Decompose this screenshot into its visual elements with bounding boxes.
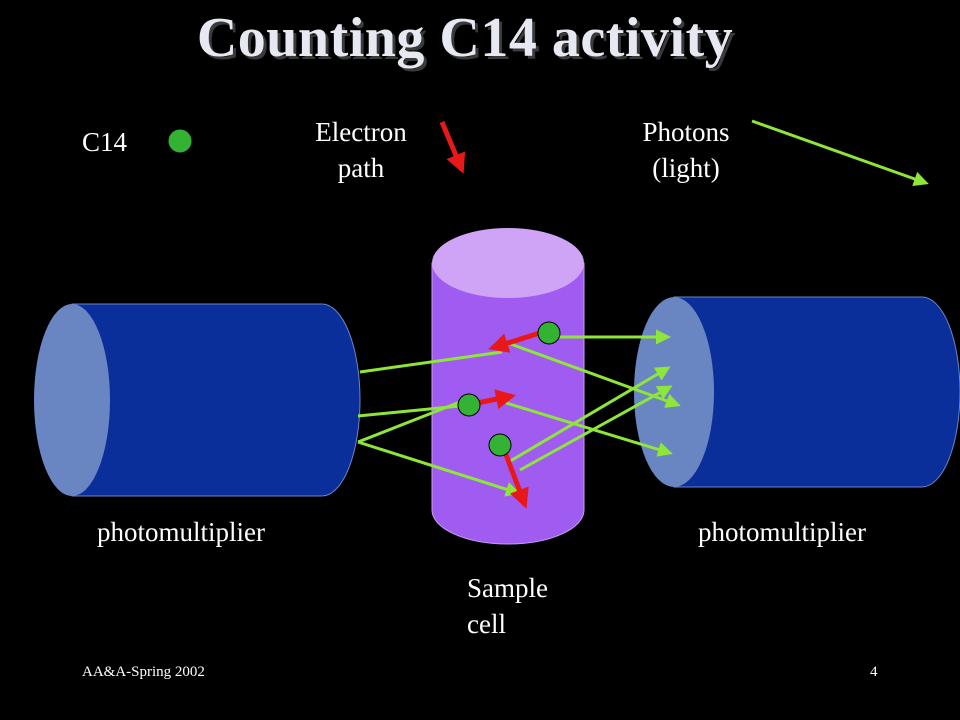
sample-cell-label: Sample cell (467, 570, 548, 642)
photon-legend-arrow (751, 119, 929, 187)
photons-legend-label: Photons (light) (616, 114, 756, 186)
c14-atoms (457, 321, 561, 457)
c14-atom (537, 321, 561, 345)
slide-title: Counting C14 activity (196, 7, 734, 69)
left-photomultiplier (34, 303, 361, 497)
footer-course-label: AA&A-Spring 2002 (82, 664, 205, 680)
electron-track (502, 451, 529, 509)
sample-cell (431, 228, 585, 545)
right-photomultiplier-label: photomultiplier (698, 517, 866, 547)
electron-track (488, 328, 547, 353)
c14-legend-marker (167, 128, 193, 154)
left-photomultiplier-label: photomultiplier (97, 517, 265, 547)
photons-label-line1: Photons (642, 117, 730, 147)
sample-label-line2: cell (467, 609, 506, 639)
photon-paths (357, 329, 681, 497)
electron-legend-arrow (439, 121, 466, 174)
c14-atom (488, 433, 512, 457)
photon-ray (359, 350, 503, 374)
c14-atom (457, 393, 481, 417)
photons-label-line2: (light) (652, 153, 720, 183)
sample-label-line1: Sample (467, 573, 548, 603)
electron-path-legend-label: Electron path (296, 114, 426, 186)
photon-ray (505, 401, 673, 457)
electron-label-line2: path (337, 153, 385, 183)
photon-ray (519, 385, 673, 472)
photon-ray (357, 440, 521, 497)
electron-label-line1: Electron (315, 117, 407, 147)
right-photomultiplier (634, 296, 960, 488)
c14-legend-label: C14 (82, 127, 128, 157)
photon-ray (506, 366, 671, 465)
page-number: 4 (870, 664, 878, 680)
photon-ray (357, 398, 466, 444)
photon-ray (507, 341, 681, 408)
